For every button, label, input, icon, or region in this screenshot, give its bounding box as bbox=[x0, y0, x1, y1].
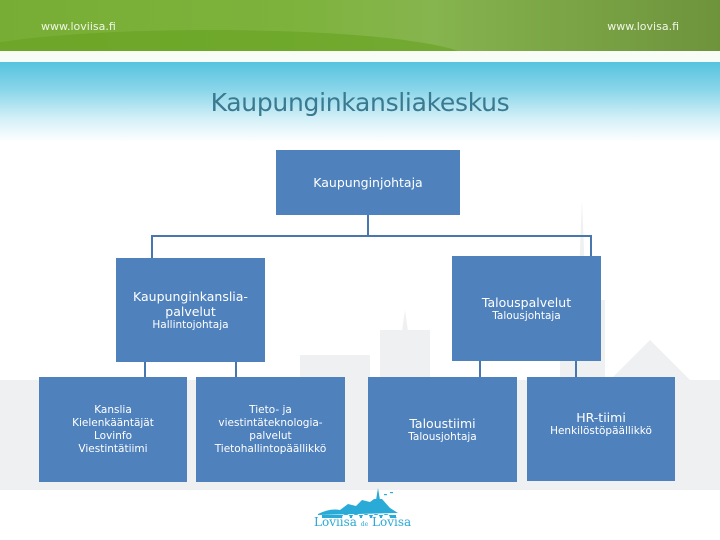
top-banner: www.loviisa.fi www.lovisa.fi bbox=[0, 0, 720, 51]
org-box-title: Taloustiimi bbox=[409, 415, 476, 431]
org-box-line: Kanslia bbox=[94, 403, 132, 416]
org-box-taloustiimi[interactable]: Taloustiimi Talousjohtaja bbox=[368, 377, 517, 482]
connector-right-l2-to-taloustiimi bbox=[479, 361, 481, 377]
org-box-line: Tieto- ja bbox=[249, 403, 292, 416]
org-box-tieto-ja-viestintateknologia[interactable]: Tieto- ja viestintäteknologia- palvelut … bbox=[196, 377, 345, 482]
org-box-role: Talousjohtaja bbox=[408, 430, 477, 443]
org-box-line: palvelut bbox=[249, 429, 292, 442]
org-box-kanslia[interactable]: Kanslia Kielenkääntäjät Lovinfo Viestint… bbox=[39, 377, 187, 482]
connector-right-l2-to-hr bbox=[575, 361, 577, 377]
connector-to-right-l2 bbox=[590, 235, 592, 256]
url-finnish[interactable]: www.loviisa.fi bbox=[41, 20, 116, 33]
org-box-title: Kaupunginjohtaja bbox=[313, 175, 423, 190]
org-box-title-line2: palvelut bbox=[165, 303, 216, 319]
org-box-title: HR-tiimi bbox=[576, 410, 626, 425]
org-box-line: Tietohallintopäällikkö bbox=[214, 442, 327, 455]
title-band bbox=[0, 62, 720, 142]
org-box-role: Henkilöstöpäällikkö bbox=[550, 425, 652, 437]
connector-left-l2-to-tieto bbox=[235, 362, 237, 377]
org-box-line: Viestintätiimi bbox=[78, 442, 148, 455]
logo-text-separator: de bbox=[360, 521, 369, 528]
org-box-role: Talousjohtaja bbox=[492, 309, 561, 322]
page-title: Kaupunginkansliakeskus bbox=[210, 88, 510, 117]
connector-root-down bbox=[367, 214, 369, 236]
logo-text: Loviisa de Lovisa bbox=[314, 515, 411, 529]
org-box-title: Talouspalvelut bbox=[481, 294, 572, 310]
org-box-line: Kielenkääntäjät bbox=[72, 416, 154, 429]
org-box-kaupunginjohtaja[interactable]: Kaupunginjohtaja bbox=[276, 150, 460, 215]
org-box-kaupunginkansliapalvelut[interactable]: Kaupunginkanslia- palvelut Hallintojohta… bbox=[116, 258, 265, 362]
org-box-title-line1: Kaupunginkanslia- bbox=[133, 288, 248, 304]
connector-left-l2-to-kanslia bbox=[144, 362, 146, 377]
org-box-talouspalvelut[interactable]: Talouspalvelut Talousjohtaja bbox=[452, 256, 601, 361]
org-box-line: viestintäteknologia- bbox=[218, 416, 323, 429]
org-box-line: Lovinfo bbox=[94, 429, 132, 442]
loviisa-logo-icon bbox=[318, 488, 398, 518]
logo-text-finnish: Loviisa bbox=[314, 515, 357, 529]
url-swedish[interactable]: www.lovisa.fi bbox=[607, 20, 679, 33]
connector-horizontal-l2 bbox=[151, 235, 592, 237]
org-box-hr-tiimi[interactable]: HR-tiimi Henkilöstöpäällikkö bbox=[527, 377, 675, 481]
logo-text-swedish: Lovisa bbox=[372, 515, 412, 529]
banner-separator bbox=[0, 51, 720, 62]
org-box-role: Hallintojohtaja bbox=[152, 318, 229, 331]
connector-to-left-l2 bbox=[151, 235, 153, 258]
